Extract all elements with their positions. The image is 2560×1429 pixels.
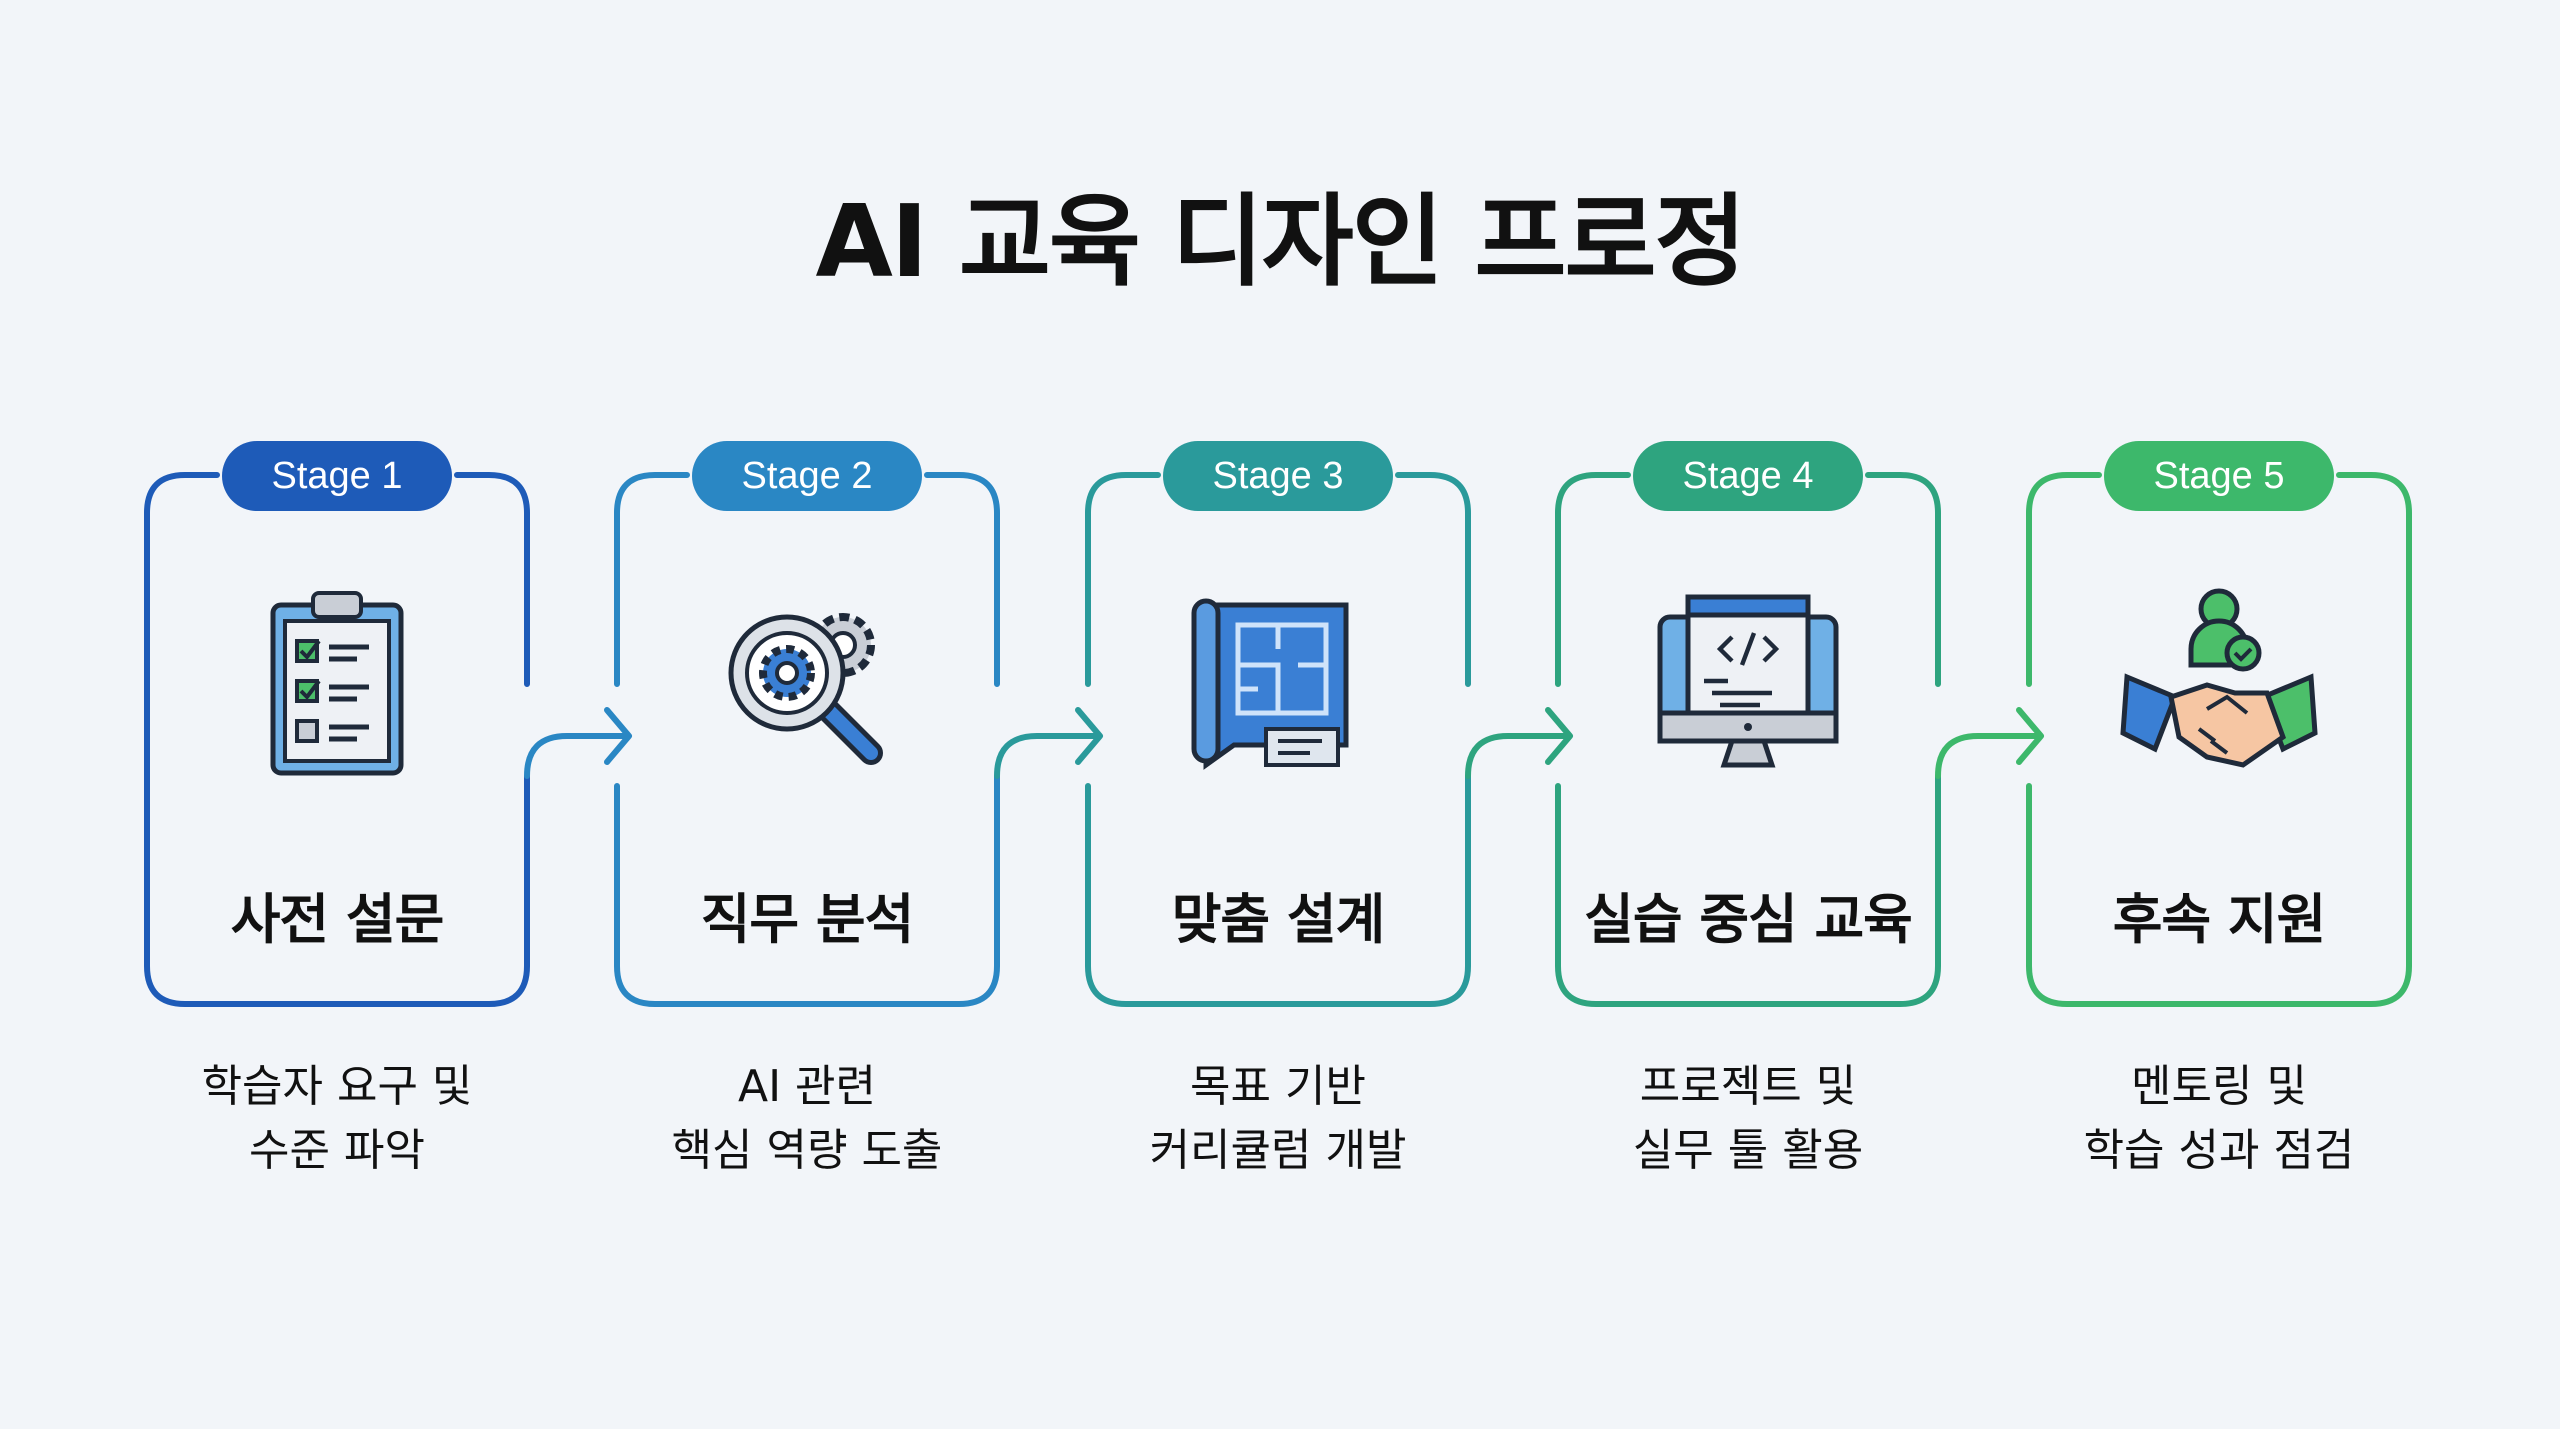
stage-badge: Stage 3: [1163, 441, 1393, 511]
stage-card-1: Stage 1 사전 설문: [147, 441, 527, 1004]
desc-line: 학습 성과 점검: [2083, 1125, 2355, 1176]
card-border: [614, 773, 1000, 1007]
arrow-icon: [604, 707, 632, 765]
monitor-code-icon: [1657, 594, 1839, 768]
desc-line: 커리큘럼 개발: [1149, 1125, 1407, 1176]
stage-card-2: Stage 2 직무 분석: [617, 441, 997, 1004]
desc-line: 핵심 역량 도출: [671, 1125, 943, 1176]
arrow-icon: [1545, 707, 1573, 765]
card-border: [1085, 773, 1471, 1007]
clipboard-checklist-icon: [270, 591, 404, 776]
card-border: [924, 472, 1000, 687]
card-border: [1555, 773, 1941, 1007]
page-title: AI 교육 디자인 프로정: [815, 183, 1746, 300]
stage-label: 사전 설문: [230, 888, 445, 951]
stage-card-4: Stage 4 실습 중심 교육: [1558, 441, 1938, 1004]
card-border: [614, 472, 690, 687]
connector-line: [1935, 733, 2042, 779]
card-border: [1555, 472, 1631, 687]
stage-label: 직무 분석: [700, 888, 915, 951]
arrow-icon: [1075, 707, 1103, 765]
desc-line: 목표 기반: [1190, 1061, 1366, 1112]
desc-line: AI 관련: [737, 1061, 877, 1112]
connector-line: [524, 733, 630, 779]
desc-line: 학습자 요구 및: [201, 1061, 473, 1112]
desc-line: 실무 툴 활용: [1632, 1125, 1864, 1176]
desc-line: 멘토링 및: [2131, 1061, 2307, 1112]
connector-line: [994, 733, 1101, 779]
blueprint-icon: [1191, 598, 1349, 770]
stage-badge: Stage 4: [1633, 441, 1863, 511]
stage-card-5: Stage 5 후속 지원: [2029, 441, 2409, 1004]
stage-badge: Stage 2: [692, 441, 922, 511]
card-border: [2026, 472, 2102, 687]
desc-line: 수준 파악: [249, 1125, 425, 1176]
magnifier-gear-icon: [728, 613, 883, 765]
stage-label: 실습 중심 교육: [1584, 888, 1913, 951]
stage-label: 후속 지원: [2112, 888, 2327, 951]
card-border: [1085, 472, 1161, 687]
stage-badge: Stage 1: [222, 441, 452, 511]
stage-card-3: Stage 3 맞춤 설계: [1088, 441, 1468, 1004]
stage-label: 맞춤 설계: [1171, 888, 1386, 951]
handshake-mentor-icon: [2120, 588, 2318, 768]
card-border: [1865, 472, 1941, 687]
connector-line: [1465, 733, 1571, 779]
stage-badge: Stage 5: [2104, 441, 2334, 511]
desc-line: 프로젝트 및: [1639, 1061, 1857, 1112]
card-border: [144, 472, 530, 1007]
card-border: [454, 472, 530, 687]
card-border: [1395, 472, 1471, 687]
arrow-icon: [2016, 707, 2044, 765]
card-border: [2026, 472, 2412, 1007]
